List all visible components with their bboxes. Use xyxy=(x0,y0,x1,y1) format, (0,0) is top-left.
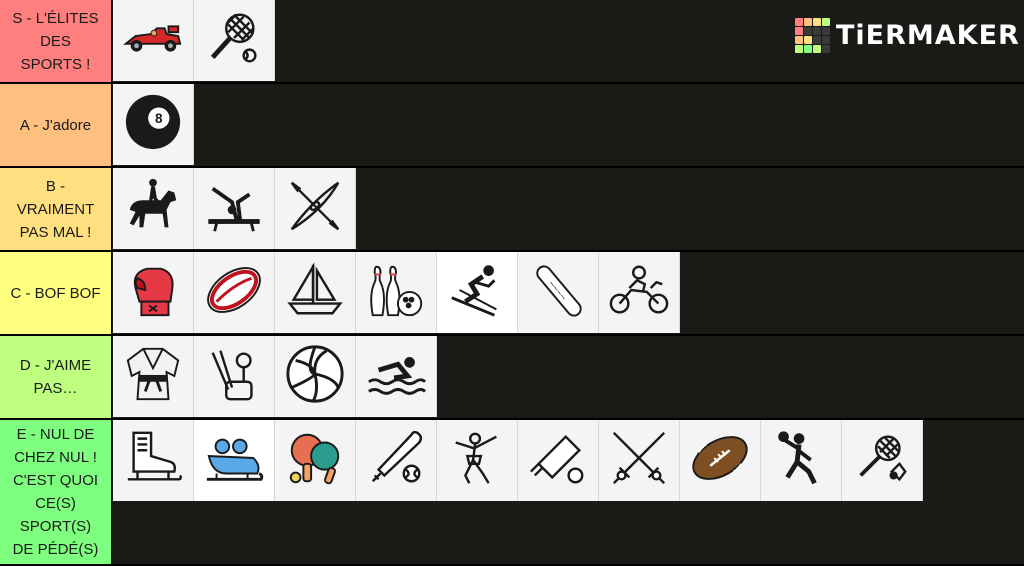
logo-grid-cell xyxy=(795,45,803,53)
ice-skate-icon xyxy=(122,427,184,494)
tier-item-american-football[interactable] xyxy=(680,420,761,501)
tier-item-cricket[interactable] xyxy=(518,420,599,501)
skier-icon xyxy=(446,259,508,326)
tier-items: 8 xyxy=(113,84,194,166)
volleyball-icon xyxy=(284,343,346,410)
tier-items xyxy=(113,0,275,82)
tier-row: S - L'ÉLITES DES SPORTS ! xyxy=(0,0,1024,84)
badminton-icon xyxy=(851,427,913,494)
tier-item-bobsleigh[interactable] xyxy=(194,420,275,501)
logo-grid-cell xyxy=(813,36,821,44)
tier-item-table-tennis[interactable] xyxy=(275,420,356,501)
logo-grid-cell xyxy=(804,18,812,26)
tier-item-baseball[interactable] xyxy=(356,420,437,501)
logo-text: TiERMAKER xyxy=(836,20,1020,51)
bowling-icon xyxy=(365,259,427,326)
ping-pong-icon xyxy=(284,427,346,494)
tier-item-equestrian[interactable] xyxy=(113,168,194,249)
tiermaker-logo[interactable]: TiERMAKER xyxy=(795,18,1020,53)
judo-gi-icon xyxy=(122,343,184,410)
tier-items: ~~~~ xyxy=(113,252,680,334)
tier-label[interactable]: S - L'ÉLITES DES SPORTS ! xyxy=(0,0,112,82)
tier-item-judo[interactable] xyxy=(113,336,194,417)
logo-grid-cell xyxy=(804,27,812,35)
tier-item-handball[interactable] xyxy=(761,420,842,501)
tier-label[interactable]: A - J'adore xyxy=(0,84,112,166)
logo-grid-cell xyxy=(822,18,830,26)
tier-item-skiing[interactable] xyxy=(437,252,518,333)
tier-row: B - VRAIMENT PAS MAL ! xyxy=(0,168,1024,252)
motorbike-icon xyxy=(608,259,670,326)
gymnast-beam-icon xyxy=(203,175,265,242)
dancer-icon xyxy=(446,427,508,494)
logo-grid-cell xyxy=(804,36,812,44)
logo-grid-cell xyxy=(804,45,812,53)
bobsleigh-icon xyxy=(203,427,265,494)
tier-row: A - J'adore 8 xyxy=(0,84,1024,168)
tier-items xyxy=(113,336,437,418)
tier-item-figure-skating[interactable] xyxy=(113,420,194,501)
handball-player-icon xyxy=(770,427,832,494)
swimmer-icon xyxy=(365,343,427,410)
kayak-icon xyxy=(284,175,346,242)
tier-item-motocross[interactable] xyxy=(599,252,680,333)
tier-item-billiards[interactable]: 8 xyxy=(113,84,194,165)
logo-grid-cell xyxy=(795,18,803,26)
logo-grid-cell xyxy=(822,27,830,35)
logo-grid-cell xyxy=(822,45,830,53)
tier-item-golf[interactable] xyxy=(194,336,275,417)
tier-label[interactable]: E - NUL DE CHEZ NUL ! C'EST QUOI CE(S) S… xyxy=(0,420,112,564)
tier-label[interactable]: B - VRAIMENT PAS MAL ! xyxy=(0,168,112,250)
boxing-glove-icon xyxy=(122,259,184,326)
logo-grid-cell xyxy=(795,36,803,44)
tier-item-tennis[interactable] xyxy=(194,0,275,81)
tier-item-volleyball[interactable] xyxy=(275,336,356,417)
tier-item-swimming[interactable] xyxy=(356,336,437,417)
tier-item-snowboard[interactable]: ~~~~ xyxy=(518,252,599,333)
tier-item-formula-one-car[interactable] xyxy=(113,0,194,81)
logo-grid-cell xyxy=(813,45,821,53)
tier-item-rugby[interactable] xyxy=(194,252,275,333)
snowboard-icon: ~~~~ xyxy=(527,259,589,326)
logo-grid-cell xyxy=(813,18,821,26)
tier-item-sailing[interactable] xyxy=(275,252,356,333)
tennis-racket-icon xyxy=(203,7,265,74)
tier-item-kayak[interactable] xyxy=(275,168,356,249)
tier-label[interactable]: C - BOF BOF xyxy=(0,252,112,334)
tier-label[interactable]: D - J'AIME PAS… xyxy=(0,336,112,418)
tier-item-dance[interactable] xyxy=(437,420,518,501)
baseball-bat-icon xyxy=(365,427,427,494)
golf-clubs-icon xyxy=(203,343,265,410)
sailboat-icon xyxy=(284,259,346,326)
tier-row: E - NUL DE CHEZ NUL ! C'EST QUOI CE(S) S… xyxy=(0,420,1024,566)
tier-item-bowling[interactable] xyxy=(356,252,437,333)
tier-item-gymnastics[interactable] xyxy=(194,168,275,249)
eight-ball-icon: 8 xyxy=(122,91,184,158)
tier-item-badminton[interactable] xyxy=(842,420,923,501)
tier-items xyxy=(113,420,923,564)
logo-grid-cell xyxy=(795,27,803,35)
rugby-ball-icon xyxy=(203,259,265,326)
horse-rider-icon xyxy=(122,175,184,242)
tier-row: C - BOF BOF ~~~~ xyxy=(0,252,1024,336)
svg-text:8: 8 xyxy=(155,111,163,126)
logo-grid-icon xyxy=(795,18,830,53)
american-football-icon xyxy=(689,427,751,494)
tier-item-boxing[interactable] xyxy=(113,252,194,333)
race-car-icon xyxy=(122,7,184,74)
tier-item-fencing[interactable] xyxy=(599,420,680,501)
logo-grid-cell xyxy=(822,36,830,44)
fencing-swords-icon xyxy=(608,427,670,494)
tier-row: D - J'AIME PAS… xyxy=(0,336,1024,420)
logo-grid-cell xyxy=(813,27,821,35)
tier-items xyxy=(113,168,356,250)
cricket-bat-icon xyxy=(527,427,589,494)
